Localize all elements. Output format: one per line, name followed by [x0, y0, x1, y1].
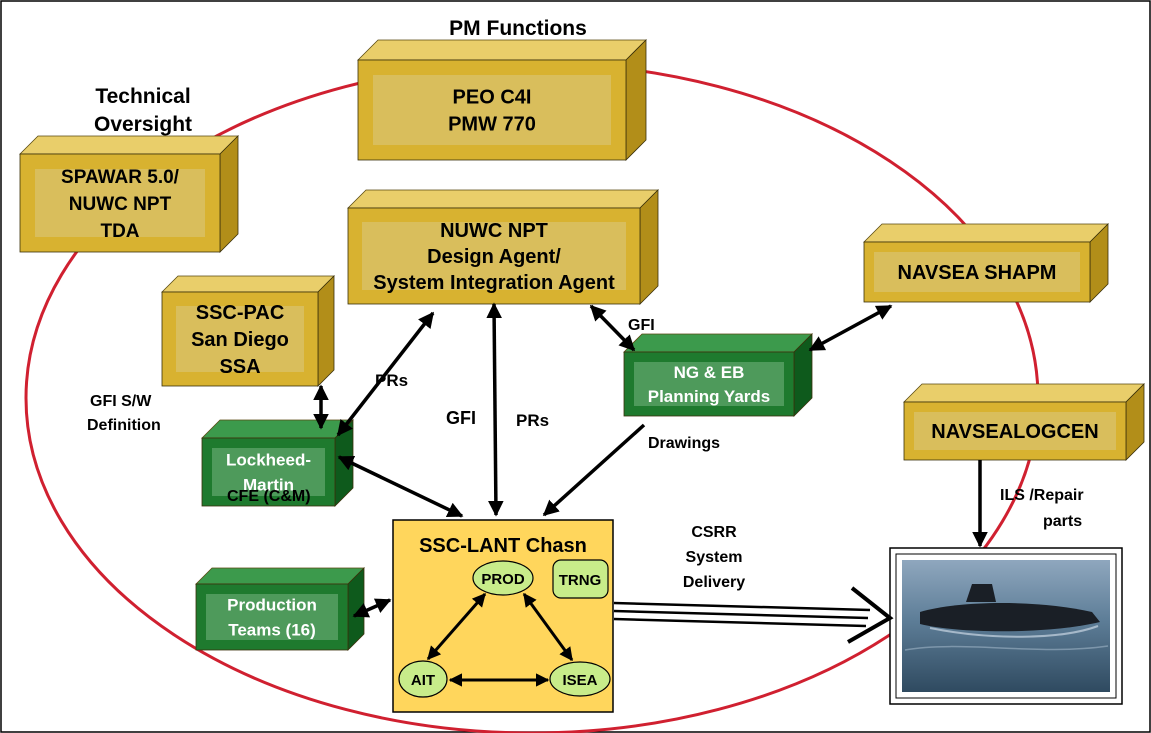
ils-label-line1: ILS /Repair — [1000, 487, 1084, 504]
technical-oversight-heading-line2: Oversight — [94, 113, 192, 136]
submarine-picture — [889, 547, 1123, 705]
prod-oval — [472, 560, 534, 596]
arrow-production-ssc-lant — [352, 598, 392, 618]
ssc-lant-title: SSC-LANT Chasn — [419, 535, 587, 557]
spawar-label-line1: SPAWAR 5.0/ — [61, 167, 180, 188]
gfi-sw-label-line1: GFI S/W — [90, 393, 152, 410]
arrow-prod-ait — [426, 592, 487, 661]
peo-label-line1: PEO C4I — [453, 87, 532, 109]
gfi-center-label: GFI — [446, 408, 476, 428]
lockheed-label-line2: Martin — [243, 476, 294, 495]
navsealogcen-label-line1: NAVSEALOGCEN — [931, 421, 1098, 443]
csrr-label-line3: Delivery — [683, 574, 745, 591]
prs-left-label: PRs — [375, 371, 408, 390]
spawar-label-line2: NUWC NPT — [69, 194, 172, 215]
ssc-lant-chasn-block: SSC-LANT Chasn PROD TRNG AIT ISEA — [392, 519, 614, 713]
trng-box — [552, 559, 609, 599]
prod-label: PROD — [481, 571, 525, 588]
navsea-shapm-box: NAVSEA SHAPM — [863, 223, 1109, 303]
csrr-delivery-arrow — [613, 586, 894, 644]
ng-eb-box: NG & EB Planning Yards — [623, 333, 813, 417]
arrow-ng-eb-shapm — [808, 304, 893, 352]
navsea-shapm-label-line1: NAVSEA SHAPM — [898, 262, 1057, 284]
nuwc-label-line2: Design Agent/ — [427, 246, 561, 268]
csrr-label-line1: CSRR — [691, 524, 737, 541]
production-label-line2: Teams (16) — [228, 621, 316, 640]
ng-eb-label-line1: NG & EB — [674, 363, 745, 382]
peo-box: PEO C4I PMW 770 — [357, 39, 647, 161]
gfi-right-label: GFI — [628, 317, 655, 334]
spawar-label-line3: TDA — [100, 221, 139, 242]
arrow-nuwc-lockheed — [336, 311, 435, 437]
nuwc-label-line3: System Integration Agent — [373, 272, 615, 294]
ait-oval — [398, 660, 448, 698]
arrow-nuwc-ng-eb — [589, 304, 636, 352]
ssc-pac-label-line2: San Diego — [191, 329, 289, 351]
pm-functions-heading: PM Functions — [449, 17, 587, 40]
trng-label: TRNG — [559, 572, 602, 589]
ssc-pac-label-line3: SSA — [219, 356, 260, 378]
connector-arrows — [313, 302, 988, 687]
arrow-lockheed-ssc-lant — [337, 455, 464, 518]
production-label-line1: Production — [227, 596, 317, 615]
isea-oval — [549, 661, 611, 697]
ait-label: AIT — [411, 672, 435, 689]
peo-label-line2: PMW 770 — [448, 114, 536, 136]
nuwc-label-line1: NUWC NPT — [440, 220, 548, 242]
cfe-label: CFE (C&M) — [227, 488, 311, 505]
csrr-label-line2: System — [686, 549, 743, 566]
lockheed-label-line1: Lockheed- — [226, 451, 311, 470]
ng-eb-label-line2: Planning Yards — [648, 387, 771, 406]
isea-label: ISEA — [562, 672, 597, 689]
ils-label-line2: parts — [1043, 513, 1082, 530]
arrow-prod-isea — [522, 592, 574, 662]
nuwc-box: NUWC NPT Design Agent/System Integration … — [347, 189, 659, 305]
navsealogcen-box: NAVSEALOGCEN — [903, 383, 1145, 461]
technical-oversight-heading-line1: Technical — [95, 85, 190, 108]
prs-center-label: PRs — [516, 411, 549, 430]
ssc-pac-label-line1: SSC-PAC — [196, 302, 285, 324]
drawings-label: Drawings — [648, 435, 720, 452]
arrow-nuwc-ssc-lant — [486, 302, 504, 517]
gfi-sw-label-line2: Definition — [87, 417, 161, 434]
spawar-box: SPAWAR 5.0/NUWC NPT TDA — [19, 135, 239, 253]
arrow-ng-eb-ssc-lant — [542, 423, 646, 517]
